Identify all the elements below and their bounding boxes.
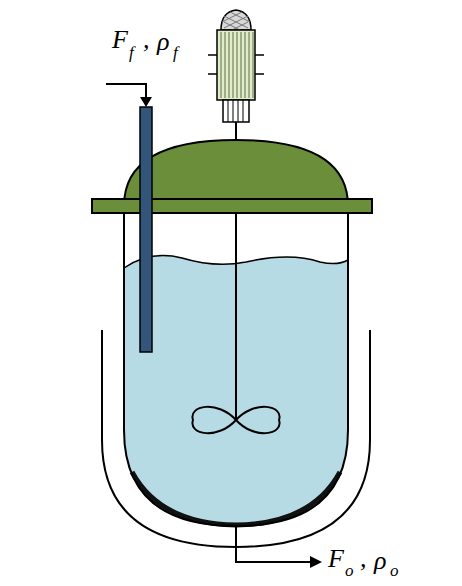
motor-cap <box>221 10 251 30</box>
vessel-lid <box>124 140 348 206</box>
subscript: f <box>173 44 178 61</box>
separator: , <box>360 546 367 572</box>
lid-flange <box>92 199 372 213</box>
outlet-line <box>236 526 312 562</box>
density-symbol: ρ <box>157 29 169 55</box>
flow-symbol: F <box>112 27 128 53</box>
density-symbol: ρ <box>374 548 386 574</box>
motor-body <box>217 30 255 100</box>
vessel-bottom <box>132 472 340 525</box>
outlet-arrowhead <box>310 556 322 568</box>
impeller <box>192 407 279 433</box>
subscript: f <box>129 44 134 61</box>
feed-arrowhead <box>140 97 152 107</box>
motor-mesh <box>222 12 250 30</box>
feed-line <box>106 84 146 99</box>
motor-mounts <box>208 55 264 74</box>
subscript: o <box>390 562 399 579</box>
subscript: o <box>345 562 354 579</box>
motor-fins <box>221 32 253 98</box>
separator: , <box>143 27 150 53</box>
motor-coupling <box>223 100 249 122</box>
flow-symbol: F <box>328 546 344 572</box>
dip-tube <box>140 107 152 352</box>
coupling-lines <box>228 100 243 122</box>
